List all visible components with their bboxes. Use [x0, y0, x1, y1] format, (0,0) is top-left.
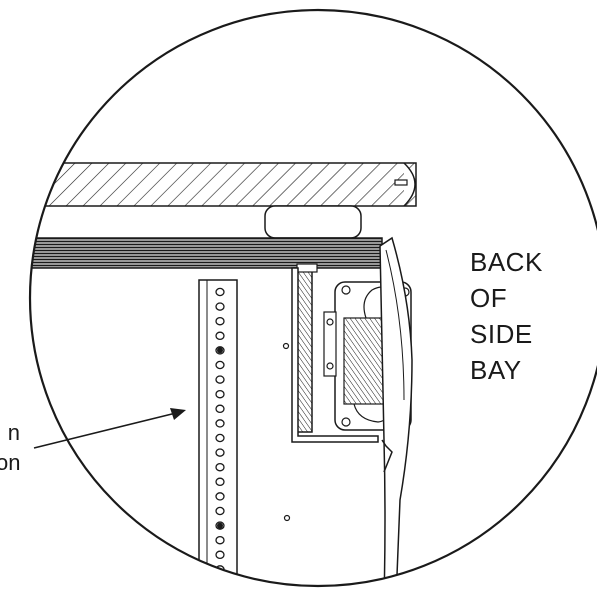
ref-dot: [282, 342, 290, 350]
cut-off-line-1: n: [7, 420, 20, 445]
rail-hole: [215, 360, 225, 370]
desktop-beam: [30, 162, 417, 207]
leader-arrow: [33, 412, 177, 449]
rail-hole: [215, 389, 225, 399]
rail-screw: [217, 347, 223, 354]
rail-hole: [215, 419, 225, 428]
rail-hole: [215, 302, 225, 311]
rack-rail: [198, 279, 238, 586]
rail-hole: [215, 448, 225, 457]
callout-line-3: SIDE: [470, 319, 533, 349]
l-channel: [291, 267, 379, 443]
rail-hole: [215, 492, 225, 501]
callout-back-of-side-bay: BACK OF SIDE BAY: [470, 244, 543, 388]
laminated-shelf: [30, 237, 383, 269]
beam-end-cap: [403, 162, 416, 207]
arrow-head: [170, 408, 186, 420]
callout-line-2: OF: [470, 283, 508, 313]
side-bay-panel: [379, 236, 413, 586]
spacer-puck: [264, 205, 362, 239]
callout-line-4: BAY: [470, 355, 522, 385]
rail-hole: [215, 375, 225, 384]
rail-hole: [215, 477, 225, 487]
detail-circle: [28, 8, 597, 588]
hanger-clip: [381, 439, 393, 473]
rail-hole: [215, 287, 225, 297]
rail-hole: [215, 404, 225, 414]
beam-end-key: [394, 179, 408, 186]
rail-hole: [215, 535, 225, 545]
cut-off-label: n on: [0, 418, 20, 478]
rail-hole: [215, 433, 225, 443]
rail-hole: [215, 506, 225, 516]
rail-hole: [215, 462, 225, 472]
rail-hole: [215, 331, 225, 341]
rail-screw: [217, 522, 223, 529]
ref-dot: [283, 514, 291, 522]
cut-off-line-2: on: [0, 450, 21, 475]
callout-line-1: BACK: [470, 247, 543, 277]
rail-hole: [215, 316, 225, 326]
rail-hole: [215, 550, 225, 560]
